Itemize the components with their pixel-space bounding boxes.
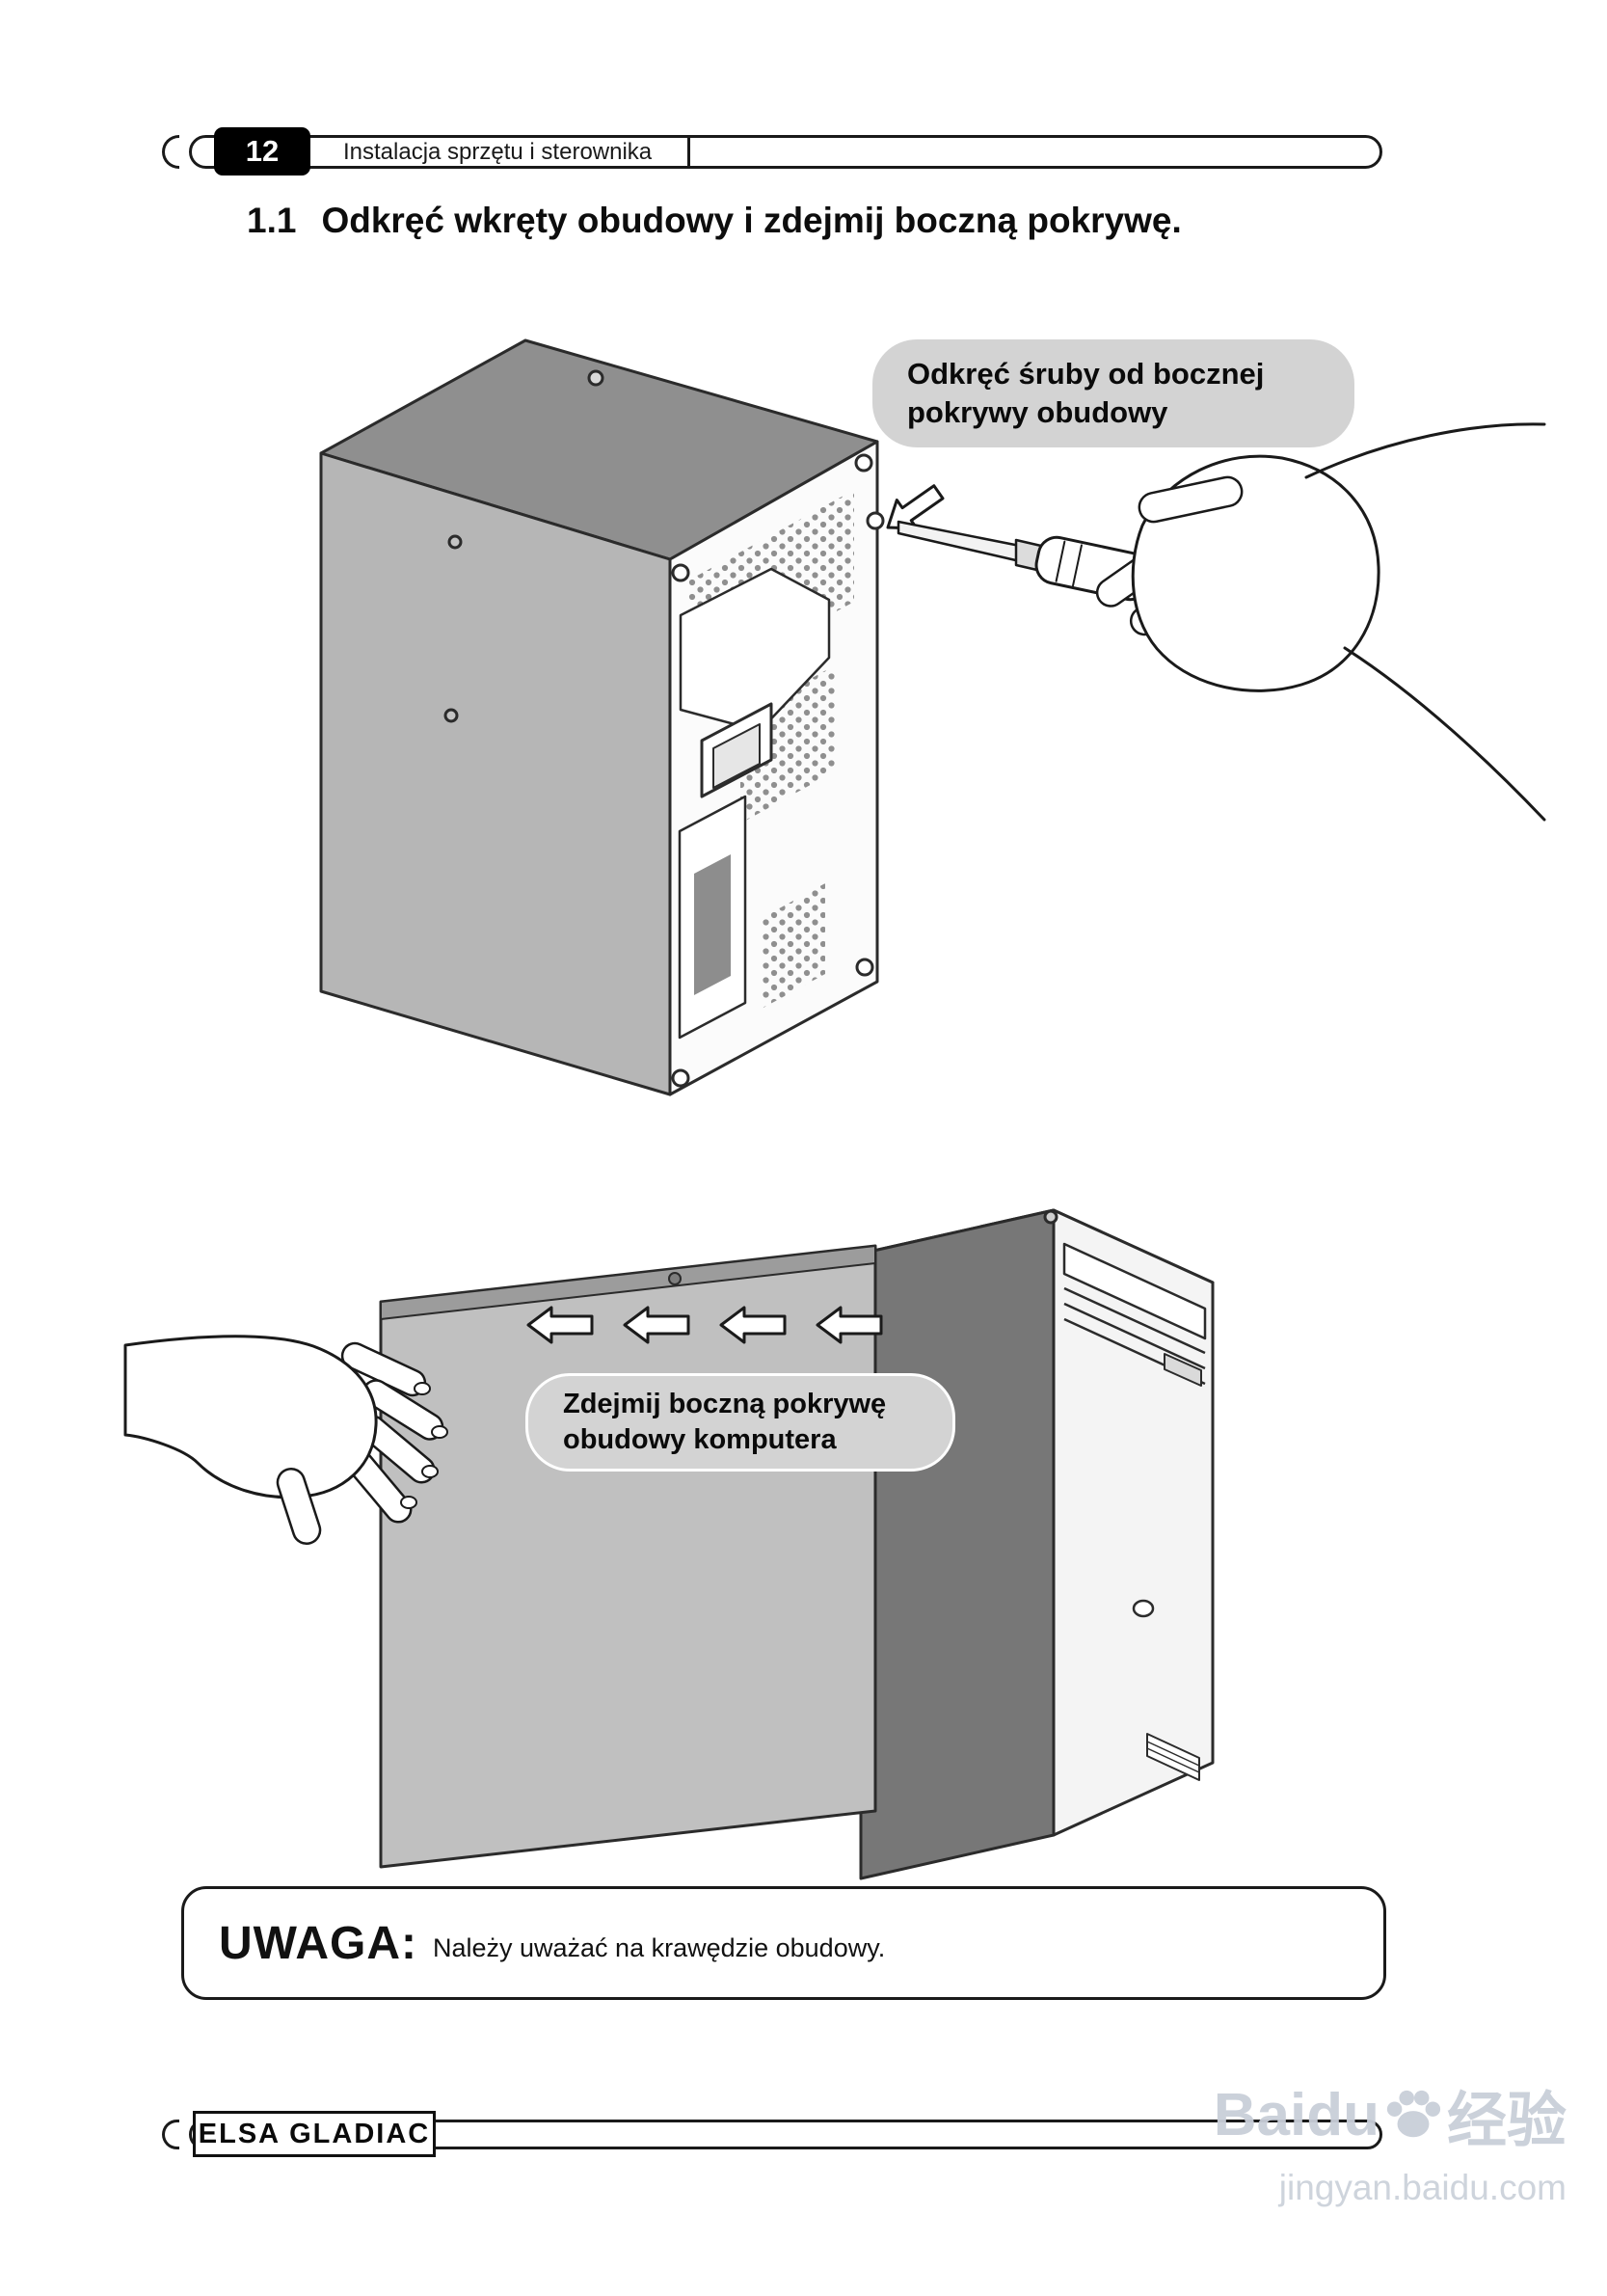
- section-title: Odkręć wkręty obudowy i zdejmij boczną p…: [321, 201, 1182, 240]
- forearm-bottom-line: [1343, 646, 1546, 822]
- callout-remove-panel-line1: Zdejmij boczną pokrywę: [563, 1388, 887, 1419]
- screw-corner-3: [855, 958, 874, 977]
- panel-screw: [668, 1272, 682, 1285]
- screw-side-1: [447, 534, 463, 550]
- side-panel: [379, 1244, 877, 1869]
- left-arrow-icon: [623, 1306, 690, 1344]
- slide-direction-arrows: [526, 1306, 883, 1344]
- palm: [123, 1335, 378, 1499]
- screw-corner-2: [854, 453, 873, 473]
- section-number: 1.1: [247, 201, 297, 240]
- expansion-slot-dark: [694, 854, 731, 995]
- case-left-face: [319, 451, 672, 1096]
- tower-open-side: [859, 1208, 1056, 1880]
- left-arrow-icon: [526, 1306, 594, 1344]
- paw-icon: [1386, 2090, 1441, 2138]
- header-section-cell: Instalacja sprzętu i sterownika: [324, 135, 690, 169]
- header-section-title: Instalacja sprzętu i sterownika: [343, 138, 653, 165]
- drive-bay: [1062, 1242, 1207, 1340]
- power-button: [1132, 1599, 1155, 1618]
- tower-screw-1: [1043, 1209, 1058, 1225]
- thumb: [1138, 475, 1244, 524]
- screw-being-removed: [866, 511, 885, 530]
- footer-rule-left-cap: [162, 2120, 179, 2149]
- callout-unscrew-line1: Odkręć śruby od bocznej: [907, 357, 1265, 392]
- side-panel-face: [379, 1244, 877, 1869]
- caution-text: Należy uważać na krawędzie obudowy.: [432, 1932, 886, 1962]
- section-heading: 1.1 Odkręć wkręty obudowy i zdejmij bocz…: [247, 201, 1182, 241]
- side-panel-lip: [380, 1245, 876, 1320]
- screw-top: [587, 369, 604, 387]
- screw-corner-4: [671, 1068, 690, 1088]
- grille-line-1: [1146, 1741, 1200, 1767]
- figure-unscrew-case: [319, 338, 1546, 1096]
- watermark-brand-suffix: 经验: [1446, 2088, 1567, 2154]
- brand-logo: ELSA GLADIAC: [193, 2111, 436, 2157]
- watermark-brand-prefix: Baidu: [1213, 2081, 1379, 2148]
- vent-grid-lower: [762, 883, 825, 1009]
- power-socket: [712, 723, 761, 789]
- hand-pulling-panel: [123, 1335, 448, 1545]
- computer-case-rear: [319, 338, 885, 1096]
- caution-label: UWAGA:: [219, 1917, 417, 1969]
- figure-remove-panel: [123, 1208, 1215, 1880]
- grille-line-2: [1146, 1747, 1200, 1773]
- callout-remove-panel: Zdejmij boczną pokrywę obudowy komputera: [525, 1373, 955, 1472]
- callout-remove-panel-line2: obudowy komputera: [563, 1424, 837, 1455]
- watermark: Baidu 经验 jingyan.baidu.com: [1214, 2071, 1567, 2208]
- thumb: [276, 1468, 322, 1545]
- left-arrow-icon: [719, 1306, 787, 1344]
- watermark-url: jingyan.baidu.com: [1278, 2168, 1567, 2207]
- header-rule: [189, 135, 1382, 169]
- page-number-badge: 12: [214, 127, 310, 176]
- computer-tower: [859, 1208, 1215, 1880]
- screw-side-2: [443, 708, 459, 723]
- screwdriver-shaft: [897, 520, 1022, 563]
- callout-unscrew-line2: pokrywy obudowy: [907, 395, 1168, 429]
- watermark-brand: Baidu 经验: [1214, 2071, 1567, 2158]
- hand-with-screwdriver: [886, 422, 1546, 822]
- forearm-top-line: [1304, 422, 1546, 479]
- screw-corner-1: [671, 563, 690, 582]
- front-button: [1164, 1353, 1202, 1387]
- palm: [1131, 454, 1380, 692]
- io-shield-cutout: [679, 567, 831, 733]
- bay-line-2: [1063, 1302, 1206, 1370]
- fingernails: [400, 1382, 448, 1509]
- callout-unscrew: Odkręć śruby od bocznej pokrywy obudowy: [872, 339, 1354, 447]
- bay-line-1: [1063, 1286, 1206, 1355]
- left-arrow-icon: [816, 1306, 883, 1344]
- caution-note: UWAGA: Należy uważać na krawędzie obudow…: [181, 1886, 1386, 2000]
